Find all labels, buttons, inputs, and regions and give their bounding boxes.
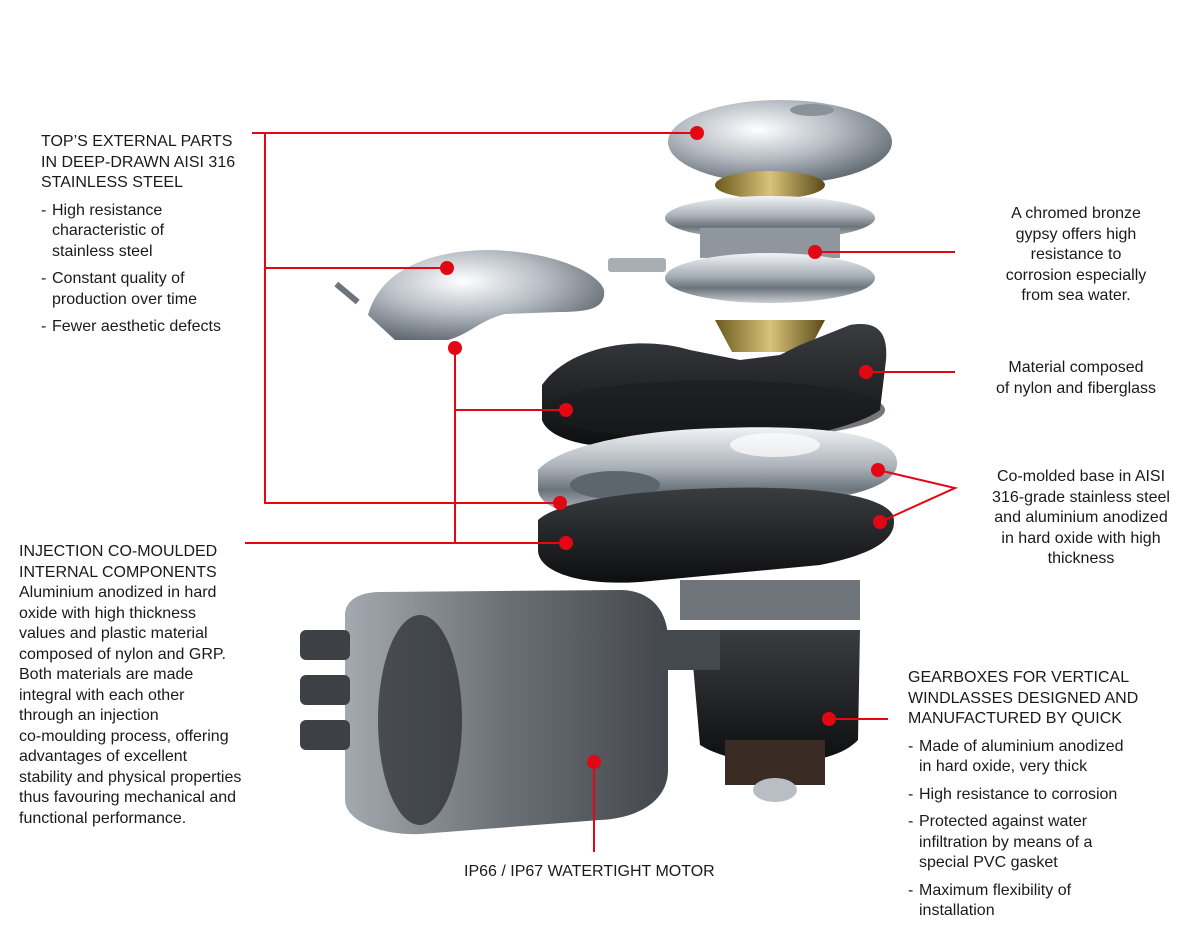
injection-body-line: Aluminium anodized in hard: [19, 584, 217, 601]
bullet-item: Made of aluminium anodized in hard oxide…: [908, 737, 1178, 778]
gypsy-line: gypsy offers high: [1015, 225, 1137, 243]
bullet-line: High resistance: [52, 201, 163, 219]
bullet-line: High resistance to corrosion: [919, 785, 1118, 803]
heading-line: STAINLESS STEEL: [41, 174, 183, 191]
gearbox-bullets: Made of aluminium anodized in hard oxide…: [908, 737, 1178, 922]
bullet-line: Constant quality of: [52, 270, 185, 287]
injection-body-line: values and plastic material: [19, 625, 208, 642]
injection-heading-line: INTERNAL COMPONENTS: [19, 563, 217, 581]
callout-motor: IP66 / IP67 WATERTIGHT MOTOR: [464, 863, 715, 880]
gearbox-heading-line: GEARBOXES FOR VERTICAL: [908, 669, 1130, 686]
marker-base-black-right: [873, 515, 887, 529]
gypsy-line: resistance to: [1030, 246, 1122, 263]
bullet-line: Fewer aesthetic defects: [52, 318, 221, 335]
marker-base-steel-right: [871, 463, 885, 477]
marker-motor: [587, 755, 601, 769]
marker-housing-left: [559, 403, 573, 417]
callout-base: Co-molded base in AISI 316-grade stainle…: [966, 467, 1196, 570]
callout-injection: INJECTION CO-MOULDED INTERNAL COMPONENTS…: [19, 542, 289, 829]
injection-body-line: stability and physical properties: [19, 768, 242, 786]
marker-side-cover: [440, 261, 454, 275]
gearbox-heading-line: WINDLASSES DESIGNED AND: [908, 689, 1139, 707]
marker-side-cover-lower: [448, 341, 462, 355]
callout-gearboxes: GEARBOXES FOR VERTICAL WINDLASSES DESIGN…: [908, 668, 1178, 922]
bullet-item: Fewer aesthetic defects: [41, 317, 261, 338]
bullet-item: High resistance to corrosion: [908, 785, 1178, 806]
injection-body-line: advantages of excellent: [19, 748, 188, 765]
callout-nylon: Material composed of nylon and fiberglas…: [966, 358, 1186, 399]
gypsy-line: from sea water.: [1021, 287, 1131, 304]
base-line: thickness: [1047, 550, 1115, 567]
injection-heading-line: INJECTION CO-MOULDED: [19, 543, 218, 560]
gypsy-line: A chromed bronze: [1011, 205, 1141, 222]
marker-housing-right: [859, 365, 873, 379]
marker-base-black-left: [559, 536, 573, 550]
injection-body-line: functional performance.: [19, 809, 187, 827]
injection-body-line: co-moulding process, offering: [19, 727, 229, 745]
nylon-line: of nylon and fiberglass: [995, 379, 1157, 397]
bullet-line: in hard oxide, very thick: [919, 758, 1088, 775]
bullet-line: production over time: [52, 290, 197, 308]
bullet-item: Maximum flexibility of installation: [908, 881, 1178, 922]
nylon-fiberglass-housing: [542, 324, 887, 447]
bullet-line: infiltration by means of a: [919, 833, 1093, 851]
base-line: Co-molded base in AISI: [996, 468, 1166, 485]
injection-body-line: Both materials are made: [19, 666, 194, 683]
bullet-line: Made of aluminium anodized: [919, 737, 1124, 755]
injection-body-line: composed of nylon and GRP.: [19, 645, 226, 663]
bullet-line: stainless steel: [52, 242, 153, 260]
gearbox-heading-line: MANUFACTURED BY QUICK: [908, 710, 1122, 727]
watertight-motor: [300, 590, 720, 835]
bullet-item: Protected against water infiltration by …: [908, 812, 1178, 874]
base-line: 316-grade stainless steel: [992, 488, 1170, 506]
callout-top-parts: TOP’S EXTERNAL PARTS IN DEEP-DRAWN AISI …: [41, 132, 261, 338]
marker-gearbox: [822, 712, 836, 726]
marker-dots: [440, 126, 887, 769]
base-line: and aluminium anodized: [994, 509, 1168, 526]
bullet-line: Protected against water: [919, 813, 1088, 830]
bullet-item: High resistance characteristic of stainl…: [41, 201, 261, 263]
bullet-line: installation: [919, 902, 995, 919]
callout-gypsy: A chromed bronze gypsy offers high resis…: [966, 204, 1186, 307]
injection-body-line: oxide with high thickness: [19, 604, 196, 622]
gearbox: [680, 580, 860, 802]
bullet-line: special PVC gasket: [919, 854, 1058, 871]
bullet-line: Maximum flexibility of: [919, 881, 1072, 899]
gypsy-line: corrosion especially: [1005, 266, 1147, 284]
top-parts-heading: TOP’S EXTERNAL PARTS IN DEEP-DRAWN AISI …: [41, 132, 261, 194]
base-line: in hard oxide with high: [1001, 529, 1161, 547]
marker-top-dome: [690, 126, 704, 140]
co-molded-base-black: [538, 487, 895, 583]
injection-body-line: through an injection: [19, 707, 159, 724]
side-steel-cover: [334, 250, 605, 340]
injection-body-line: thus favouring mechanical and: [19, 789, 237, 806]
heading-line: IN DEEP-DRAWN AISI 316: [41, 153, 236, 171]
nylon-line: Material composed: [1008, 359, 1144, 376]
bullet-item: Constant quality of production over time: [41, 269, 261, 310]
top-parts-bullets: High resistance characteristic of stainl…: [41, 201, 261, 338]
leader-lines: [245, 132, 959, 852]
bullet-line: characteristic of: [52, 222, 165, 239]
marker-base-steel-left: [553, 496, 567, 510]
marker-gypsy: [808, 245, 822, 259]
top-dome-cap: [668, 100, 892, 184]
injection-body-line: integral with each other: [19, 686, 185, 704]
gypsy-assembly: [608, 171, 875, 352]
heading-line: TOP’S EXTERNAL PARTS: [41, 133, 233, 150]
